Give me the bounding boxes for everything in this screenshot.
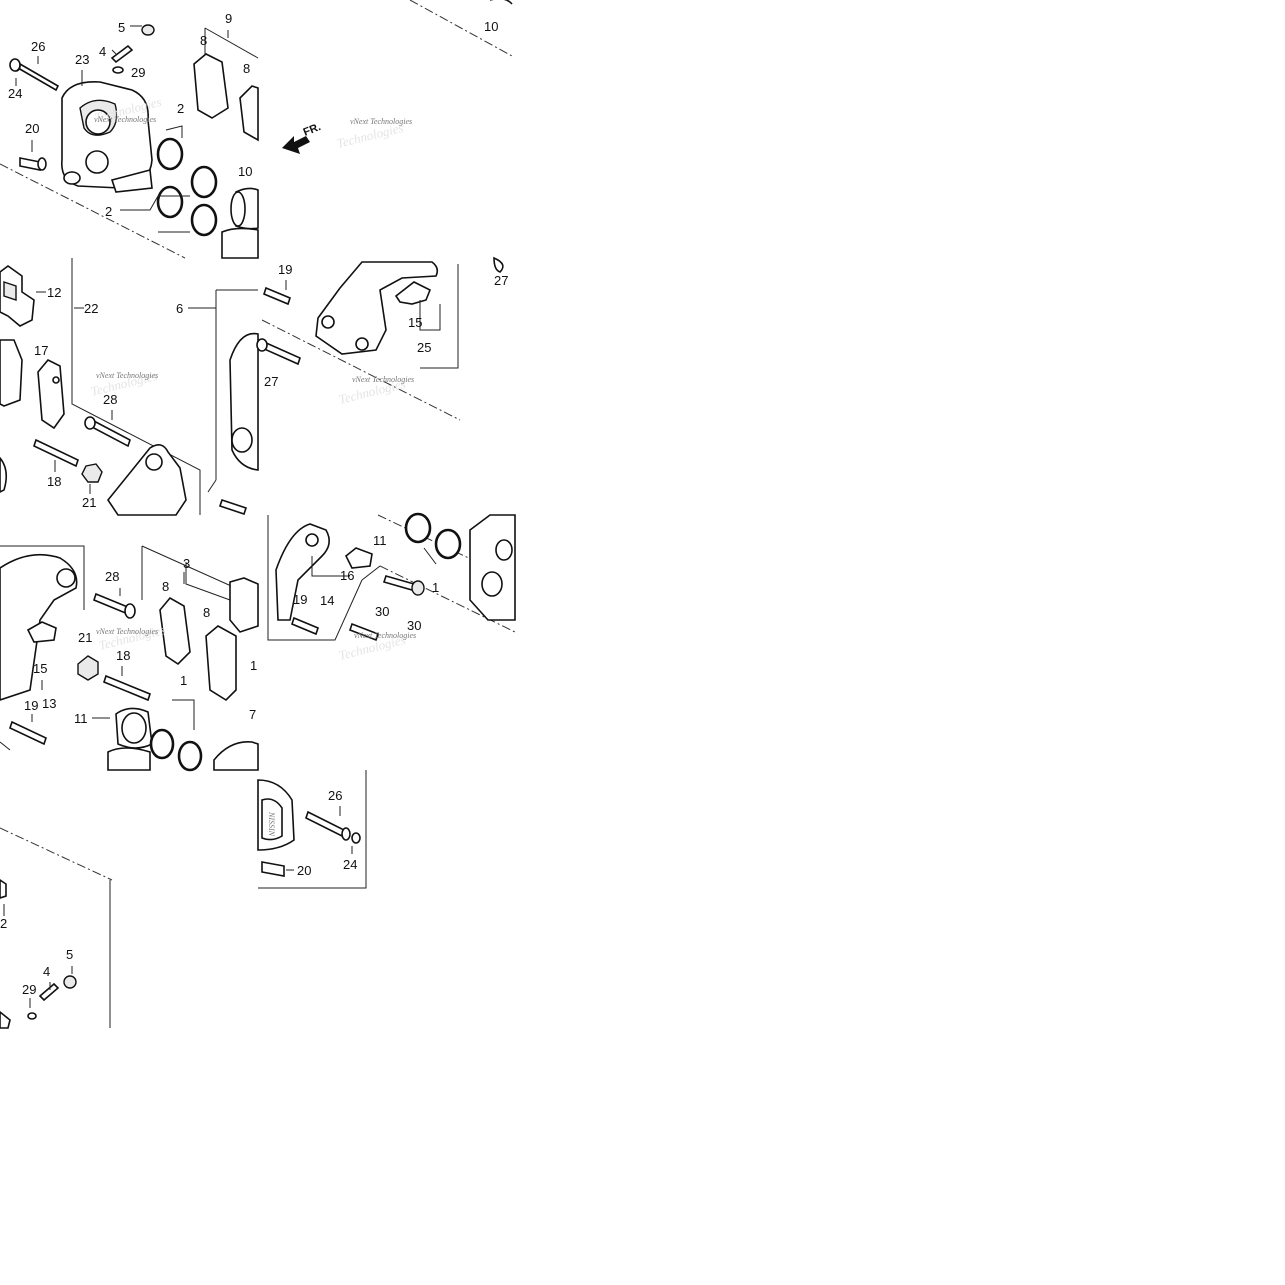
callout-c26: 21 xyxy=(82,495,96,510)
callout-c43: 1 xyxy=(180,673,187,688)
watermark-text: vNext Technologies xyxy=(96,627,158,636)
callout-c18: 22 xyxy=(84,301,98,316)
caliper-assembly-bottom-left xyxy=(0,827,113,1029)
callout-c46: 1 xyxy=(250,658,257,673)
callout-c52: 4 xyxy=(43,964,50,979)
callout-c17: 12 xyxy=(47,285,61,300)
watermark-text: vNext Technologies xyxy=(352,375,414,384)
callout-c41: 13 xyxy=(42,696,56,711)
front-arrow-label: FR. xyxy=(302,121,323,139)
caliper-assembly-top xyxy=(0,0,513,259)
callout-c16: 27 xyxy=(494,273,508,288)
callout-c37: 21 xyxy=(78,630,92,645)
callout-c22: 25 xyxy=(417,340,431,355)
watermark-text: vNext Technologies xyxy=(94,115,156,124)
callout-c1: 10 xyxy=(484,19,498,34)
watermarks: Technologies vNext Technologies Technolo… xyxy=(89,94,416,663)
callout-c20: 17 xyxy=(34,343,48,358)
callout-c7: 23 xyxy=(75,52,89,67)
callout-c35: 30 xyxy=(375,604,389,619)
callout-c23: 27 xyxy=(264,374,278,389)
callout-c30: 28 xyxy=(105,569,119,584)
callout-c11: 2 xyxy=(177,101,184,116)
callout-c4: 8 xyxy=(200,33,207,48)
callout-c31: 8 xyxy=(162,579,169,594)
callout-c13: 10 xyxy=(238,164,252,179)
callout-c25: 18 xyxy=(47,474,61,489)
callout-c48: 24 xyxy=(343,857,357,872)
caliper-assembly-lower-left xyxy=(0,545,259,772)
callout-c34: 19 xyxy=(293,592,307,607)
watermark-text: vNext Technologies xyxy=(350,117,412,126)
callout-c3: 5 xyxy=(118,20,125,35)
callout-c14: 2 xyxy=(105,204,112,219)
callout-c5: 8 xyxy=(243,61,250,76)
callout-c27: 11 xyxy=(373,533,387,548)
callout-c2: 9 xyxy=(225,11,232,26)
callout-c33: 14 xyxy=(320,593,334,608)
callout-c24: 28 xyxy=(103,392,117,407)
callout-c50: 2 xyxy=(0,916,7,931)
callout-c36: 30 xyxy=(407,618,421,633)
callout-c45: 7 xyxy=(249,707,256,722)
callout-c15: 19 xyxy=(278,262,292,277)
nissin-logo: NISSIN xyxy=(267,811,276,837)
callout-c39: 18 xyxy=(116,648,130,663)
callout-c32: 8 xyxy=(203,605,210,620)
callout-c44: 11 xyxy=(74,711,88,726)
callout-c53: 29 xyxy=(22,982,36,997)
callout-c6: 26 xyxy=(31,39,45,54)
callout-c21: 15 xyxy=(408,315,422,330)
callout-c42: 19 xyxy=(24,698,38,713)
caliper-assembly-lower-right xyxy=(267,512,516,642)
callouts: 10 9 5 8 8 26 23 4 29 24 2 20 10 2 19 27… xyxy=(0,11,508,997)
caliper-assembly-middle-right xyxy=(207,256,504,516)
callout-c51: 5 xyxy=(66,947,73,962)
callout-c47: 26 xyxy=(328,788,342,803)
callout-c8: 4 xyxy=(99,44,106,59)
callout-c12: 20 xyxy=(25,121,39,136)
callout-c40: 15 xyxy=(33,661,47,676)
caliper-assembly-middle-left xyxy=(0,258,201,516)
callout-c38: 1 xyxy=(432,580,439,595)
caliper-assembly-nissin: NISSIN xyxy=(257,770,367,889)
callout-c19: 6 xyxy=(176,301,183,316)
front-direction-arrow: FR. xyxy=(282,121,323,154)
callout-c28: 3 xyxy=(183,556,190,571)
callout-c10: 24 xyxy=(8,86,22,101)
watermark-text: vNext Technologies xyxy=(354,631,416,640)
watermark-text: vNext Technologies xyxy=(96,371,158,380)
callout-c49: 20 xyxy=(297,863,311,878)
callout-c9: 29 xyxy=(131,65,145,80)
callout-c29: 16 xyxy=(340,568,354,583)
callout-leaders xyxy=(3,25,353,1008)
